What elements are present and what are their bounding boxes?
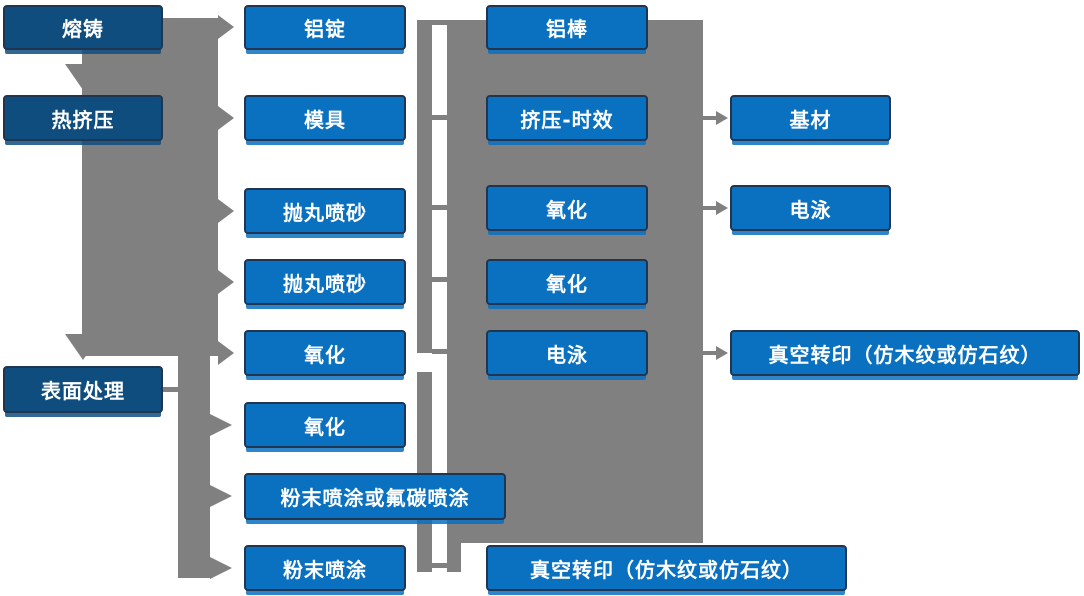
- arrow-to-vacuum-print-2-icon: [703, 345, 729, 361]
- connector-mid-bar-upper: [417, 20, 432, 353]
- arrow-to-aluminum-ingot-icon: [218, 15, 234, 39]
- connector-stub-electrophoresis: [432, 349, 447, 354]
- node-aluminum-ingot: 铝锭: [244, 5, 406, 50]
- arrow-head-icon: [716, 111, 728, 125]
- arrow-to-powder-fluoro-icon: [210, 485, 232, 507]
- connector-surface-stub: [163, 387, 179, 392]
- arrow-shaft: [703, 206, 717, 210]
- arrow-down-to-hot-extrusion-icon: [65, 64, 101, 90]
- node-electrophoresis-2: 电泳: [730, 185, 891, 231]
- node-oxidation-3: 氧化: [486, 185, 648, 231]
- node-oxidation-4: 氧化: [486, 259, 648, 305]
- node-aluminum-rod: 铝棒: [486, 5, 648, 50]
- node-oxidation-1: 氧化: [244, 330, 406, 376]
- node-electrophoresis-1: 电泳: [486, 330, 648, 376]
- node-substrate: 基材: [730, 95, 891, 141]
- node-melting-casting: 熔铸: [3, 5, 163, 50]
- node-oxidation-2: 氧化: [244, 402, 406, 448]
- arrow-shaft: [703, 116, 717, 120]
- connector-stub-vacuum-print: [432, 563, 447, 568]
- arrow-to-powder-coating-icon: [210, 557, 232, 579]
- node-shot-blast-sandblast-1: 抛丸喷砂: [244, 188, 406, 234]
- connector-stub-rod: [432, 20, 447, 25]
- node-shot-blast-sandblast-2: 抛丸喷砂: [244, 259, 406, 305]
- arrow-shaft: [703, 351, 717, 355]
- node-powder-coating: 粉末喷涂: [244, 545, 406, 591]
- arrow-to-electrophoresis-2-icon: [703, 200, 729, 216]
- connector-mid-slab-foot: [447, 543, 461, 572]
- arrow-head-icon: [716, 201, 728, 215]
- node-vacuum-transfer-print-1: 真空转印（仿木纹或仿石纹）: [486, 545, 847, 591]
- arrow-to-oxidation-2-icon: [210, 414, 232, 436]
- node-extrusion-aging: 挤压-时效: [486, 95, 648, 141]
- arrow-down-to-surface-treatment-icon: [65, 334, 101, 360]
- node-vacuum-transfer-print-2: 真空转印（仿木纹或仿石纹）: [730, 330, 1080, 376]
- connector-mid-bar-lower: [417, 372, 432, 572]
- arrow-to-oxidation-1-icon: [218, 341, 234, 365]
- connector-left-slab: [82, 18, 218, 356]
- connector-surface-bar: [178, 352, 210, 578]
- node-hot-extrusion: 热挤压: [3, 95, 163, 141]
- arrow-to-substrate-icon: [703, 110, 729, 126]
- connector-stub-oxidation-4: [432, 277, 447, 282]
- connector-stub-extrusion-aging: [432, 115, 447, 120]
- arrow-head-icon: [716, 346, 728, 360]
- node-surface-treatment: 表面处理: [3, 366, 163, 413]
- connector-stub-oxidation-3: [432, 205, 447, 210]
- arrow-to-shot-blast-1-icon: [218, 199, 234, 223]
- arrow-to-shot-blast-2-icon: [218, 270, 234, 294]
- arrow-to-mold-icon: [218, 106, 234, 130]
- node-mold: 模具: [244, 95, 406, 141]
- node-powder-or-fluorocarbon-coating: 粉末喷涂或氟碳喷涂: [244, 473, 506, 520]
